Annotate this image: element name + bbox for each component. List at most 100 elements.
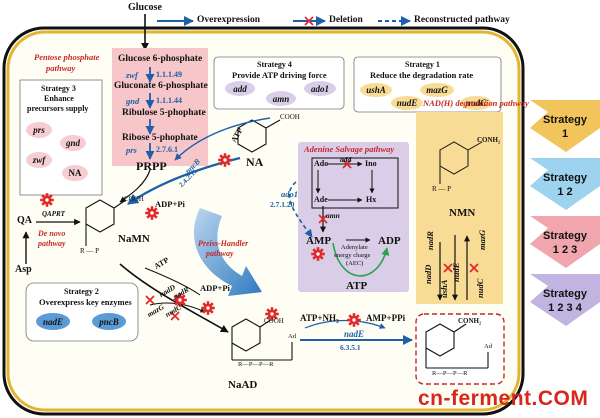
gear-icon [218, 153, 232, 167]
atp-label-salvage: ATP [346, 280, 368, 292]
denovo-label-2: pathway [38, 239, 66, 248]
strategy2-title: Strategy 2 [64, 287, 99, 296]
gene-label-nudc: nudC [475, 278, 485, 298]
nad-degradation-title: NAD(H) degradation pathway [423, 98, 529, 108]
ppp-metabolite: Gluconate 6-phosphate [114, 81, 208, 91]
ppp-ec: 1.1.1.44 [156, 96, 182, 105]
metabolite-hx: Hx [366, 195, 377, 204]
atp-nh3-label: ATP+NH₃ [300, 313, 339, 323]
ppp-title: Pentose phosphate [34, 52, 100, 62]
glucose-label: Glucose [128, 2, 162, 13]
namn-to-naad-arrow [119, 263, 229, 333]
metabolite-ado: Ado [314, 159, 329, 168]
aec-cycle-bottom [332, 242, 390, 277]
nad-chain: R—P—P—R [432, 370, 468, 377]
namn-r-p: R — P [80, 247, 100, 255]
gene-badge-na: NA [62, 165, 88, 181]
amp-ppi-label: AMP+PPi [366, 313, 406, 323]
legend-deletion-label: Deletion [329, 15, 363, 25]
gear-icon [201, 301, 215, 315]
denovo-label-1: De novo [38, 229, 66, 238]
strategy4-title: Strategy 4 [257, 60, 292, 69]
strategy3-line2: Enhance [44, 94, 74, 103]
gene-badge-pncb: pncB [92, 313, 126, 330]
gene-label-ado1: ado1 [281, 189, 298, 199]
legend-reconstructed-label: Reconstructed pathway [414, 15, 510, 25]
ppp-gene-zwf: zwf [126, 70, 138, 80]
aec-label-2: energy charge [334, 252, 371, 259]
gear-icon [40, 193, 54, 207]
gene-badge-gnd: gnd [60, 135, 86, 151]
aec-label-1: Adenylate [341, 244, 368, 251]
preiss-label-1: Preiss-Handler [198, 239, 249, 248]
adp-pi-label-2: ADP+Pi [200, 283, 230, 293]
gene-badge-usha: ushA [360, 83, 392, 97]
strategy2-subtitle: Overexpress key enzymes [39, 297, 132, 307]
gene-label-nude: nudE [451, 262, 461, 282]
namn-cooh: COOH [124, 195, 144, 203]
ppp-ec: 1.1.1.49 [156, 70, 182, 79]
ado1-ec: 2.7.1.20 [270, 200, 295, 209]
naad-cooh: COOH [264, 317, 284, 325]
strategy3-title: Strategy 3 [41, 84, 76, 93]
qaprt-label: QAPRT [42, 210, 65, 218]
strategy1-subtitle: Reduce the degradation rate [370, 70, 474, 80]
naad-chain: R—P—P—R [238, 361, 274, 368]
nmn-conh2: CONH₂ [477, 136, 501, 144]
gene-badge-ado1: ado1 [304, 81, 336, 96]
gene-label-usha: ushA [439, 279, 449, 298]
gene-badge-zwf: zwf [26, 152, 52, 168]
adp-label: ADP [378, 235, 401, 247]
nad-ad: Ad [484, 343, 492, 350]
ppp-metabolite: Ribulose 5-phophate [122, 108, 206, 118]
gene-badge-amn: amn [266, 91, 296, 106]
aec-label-3: (AEC) [346, 260, 364, 267]
salvage-cycle-frame [311, 157, 399, 209]
metabolite-ino: Ino [365, 159, 377, 168]
prpp-label: PRPP [136, 159, 167, 173]
gene-badge-nudc: nudC [460, 96, 492, 110]
preiss-label-2: pathway [206, 249, 234, 258]
ppp-ec: 2.7.6.1 [156, 145, 178, 154]
strategy4-subtitle: Provide ATP driving force [232, 70, 327, 80]
nmn-structure [439, 141, 483, 184]
nade-ec: 6.3.5.1 [340, 343, 361, 352]
asp-label: Asp [15, 264, 32, 275]
chevron-4-shape [530, 274, 600, 326]
qa-label: QA [17, 215, 32, 226]
naad-label: NaAD [228, 379, 258, 391]
chevron-2-shape [530, 158, 600, 210]
strategy4-box [213, 56, 345, 110]
ppp-gene-gnd: gnd [126, 96, 140, 106]
chevron-3-shape [530, 216, 600, 268]
strategy1-title: Strategy 1 [405, 60, 440, 69]
gene-label-nadr: nadR [425, 231, 435, 250]
nmn-label: NMN [449, 207, 476, 219]
adenine-salvage-box [298, 142, 409, 292]
ppp-gene-prs: prs [126, 145, 137, 155]
amp-label: AMP [306, 235, 332, 247]
ppp-metabolite: Ribose 5-phophate [122, 133, 198, 143]
gene-badge-nade: nadE [36, 313, 70, 330]
nad-degradation-box [416, 112, 503, 304]
metabolite-ade: Ade [314, 195, 328, 204]
gene-label-nade-main: nadE [344, 329, 365, 339]
gene-badge-nude: nudE [391, 96, 423, 110]
nmn-r-p: R — P [432, 185, 452, 193]
gene-label-amn: amn [326, 211, 340, 220]
nad-product-box [415, 313, 505, 385]
na-cooh: COOH [280, 113, 300, 121]
adp-pi-label-1: ADP+Pi [155, 199, 185, 209]
gene-label-add: add [340, 155, 352, 164]
ppp-title-2: pathway [46, 63, 76, 73]
gene-label-mazg: mazG [477, 229, 487, 250]
watermark: cn-ferment.COM [418, 387, 589, 410]
na-structure [237, 119, 281, 153]
chevron-1-shape [530, 100, 600, 152]
adenine-salvage-title: Adenine Salvage pathway [304, 144, 395, 154]
